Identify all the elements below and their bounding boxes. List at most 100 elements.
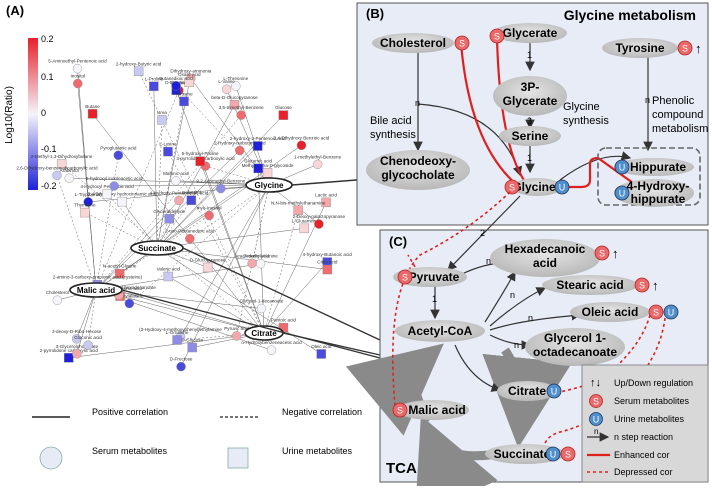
svg-text:S: S [565, 450, 571, 460]
node-3p-glycerate [493, 76, 567, 116]
node-glycerol-line2: octadecanoate [533, 345, 617, 359]
network-node-label: Oxalic acid [178, 72, 201, 77]
anno-gly-1: Glycine [563, 101, 600, 113]
depressed-oleic-succinate [542, 317, 666, 451]
network-node-label: 2-methyl-Alanine [243, 254, 278, 259]
network-node-label: beta-D-Glucopyranose [211, 95, 258, 100]
node-serine-label: Serine [512, 129, 549, 143]
step-n2: n [645, 95, 650, 105]
network-edge [263, 261, 328, 334]
network-node: 4-Hydroxy-Pentanedioic acid [150, 190, 209, 206]
network-node-label: 3-pyrrolidone carboxylic acid [176, 156, 235, 161]
network-node-label: 4-Hydroxy-Pentanedioic acid [150, 190, 209, 195]
network-node: Urea [157, 110, 167, 125]
network-node: L-Ornithine [166, 330, 189, 345]
colorbar: Log10(Ratio) 0.2 0.1 0 -0.1 -0.2 [4, 34, 57, 191]
hub-malic-acid-label: Malic acid [77, 286, 115, 295]
network-node: Oleic acid [311, 344, 332, 359]
panel-a-label: (A) [6, 3, 24, 18]
colorbar-gradient [28, 38, 38, 190]
step-c-n-ste: n [510, 290, 515, 300]
badge-oleic-urine: U [663, 304, 679, 320]
step-1b: 1 [527, 153, 532, 163]
legend-serum-label: Serum metabolites [92, 446, 168, 456]
network-edge [76, 289, 97, 339]
anno-bile-2: synthesis [370, 129, 416, 141]
network-edge [156, 247, 328, 270]
network-edge [205, 165, 270, 186]
network-edge [138, 71, 265, 334]
node-hydroxyhipp-line1: 4-Hydroxy- [627, 179, 690, 193]
network-node-label: 3,4-Dihydroxy hydrocinnamic acid [88, 192, 157, 197]
network-edge [95, 289, 272, 351]
connector-succinate [182, 247, 381, 341]
hub-citrate-label: Citrate [251, 329, 277, 338]
network-node: 9,2,4-trimethyl-Benzene [196, 179, 246, 194]
legend-updown-label: Up/Down regulation [614, 378, 693, 388]
network-node: 1-methylethyl-Benzene [294, 154, 342, 170]
badge-hex-serum: S [594, 245, 610, 261]
svg-text:U: U [551, 387, 558, 397]
network-node: Pyroglutamic acid [100, 145, 137, 160]
network-edge [106, 193, 158, 249]
network-node: 4-Hydroxyl Pentanoic acid [80, 184, 134, 199]
badge-hydroxyhipp-urine: U [614, 185, 630, 201]
stearic-up-arrow: ↑ [652, 278, 659, 293]
network-edge [168, 276, 265, 334]
network-node-label: 3-deoxy-D-Ribo-Hexose [52, 329, 102, 334]
network-node: 2-oxo-Pentanedioic acid [165, 229, 215, 244]
network-node: Butane [85, 104, 100, 119]
network-node-label: 2-oxo-Pentanedioic acid [165, 229, 215, 234]
node-glycerate [493, 23, 567, 43]
anno-gly-2: synthesis [563, 115, 609, 127]
node-cheno-line2: glycocholate [381, 168, 455, 182]
network-node: L-Threonine [223, 76, 249, 91]
panel-b: (B) Glycine metabolism n 1 3 1 n Bile ac… [356, 2, 709, 226]
node-stearic [542, 275, 638, 295]
network-edge [121, 201, 158, 249]
panel-connectors [121, 176, 396, 359]
network-edge [92, 113, 265, 334]
badge-glycerate-serum: S [489, 28, 505, 44]
panel-c-title: TCA cycle [386, 460, 458, 477]
colorbar-title: Log10(Ratio) [4, 86, 15, 144]
step-c-n-ole: n [528, 313, 533, 323]
panel-b-label: (B) [366, 6, 384, 21]
network-edge [199, 161, 265, 334]
network-node-label: L-Proline [145, 76, 164, 81]
network-node-label: Urea [157, 110, 167, 115]
network-node: 3,5-trimethyl-Benzene [219, 105, 264, 120]
node-pyruvate-label: Pyruvate [409, 270, 460, 284]
node-glycerate-label: Glycerate [503, 26, 558, 40]
svg-text:S: S [509, 183, 515, 193]
node-glycerol [525, 328, 625, 366]
colorbar-tick-4: -0.2 [41, 181, 57, 191]
network-node-label: 2-Hydroxy-isobutyric acid [214, 140, 266, 145]
network-node: Methyl-alpha-D-glycoside [242, 163, 294, 178]
svg-text:U: U [559, 183, 566, 193]
network-node-label: L-Valine [218, 79, 235, 84]
network-node-label: Tyrosine [175, 91, 193, 96]
network-node: Arachidonic acid [235, 253, 269, 269]
enhanced-gly-hydroxyhipp [560, 156, 641, 189]
colorbar-tick-1: 0.1 [41, 72, 54, 82]
network-node: 2-hydroxy-2-Pentenoic acid [230, 136, 286, 151]
network-node-label: 3,4-Dihydroxy Benzoic acid [274, 135, 330, 140]
network-node: 3-Glycerolphosphate [56, 344, 99, 359]
tyrosine-up-arrow: ↑ [695, 41, 702, 56]
node-oleic-label: Oleic acid [582, 305, 639, 319]
network-edge [156, 200, 192, 249]
svg-text:U: U [619, 163, 626, 173]
network-edge [114, 184, 270, 187]
node-glycine-label: Glycine [512, 180, 556, 194]
network-node: L-Tryptophan [75, 192, 102, 207]
network-node-label: Malonic acid [163, 171, 189, 176]
network-node: 2-Hydroxy-isobutyric acid [214, 140, 266, 156]
network-node-label: 2-pyrrolidone carboxylic acid [40, 348, 99, 353]
legend-updown-symbol: ↑↓ [590, 377, 601, 389]
arrow-gly-hipp [559, 151, 632, 181]
node-hippurate [614, 158, 694, 176]
node-stearic-label: Stearic acid [556, 278, 623, 292]
node-hydroxyhippurate [614, 179, 694, 207]
network-node: Glycerol-1-decanoate [239, 298, 284, 314]
